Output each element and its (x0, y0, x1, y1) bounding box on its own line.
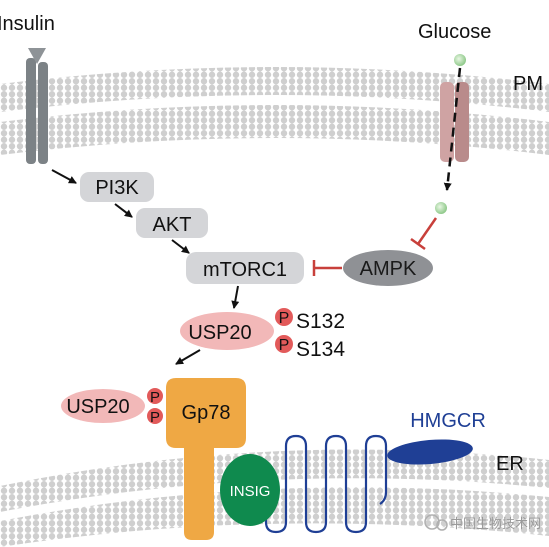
watermark-text: 中国生物技术网 (450, 516, 541, 531)
glucose-molecule-inside (435, 202, 447, 214)
insulin-receptor (26, 48, 48, 164)
ampk-node (343, 250, 433, 286)
glucose-inhibits-ampk (410, 217, 438, 251)
pi3k-node (80, 172, 154, 202)
insig-node (220, 454, 280, 526)
mtorc1-node (186, 252, 304, 284)
pi3k-to-akt-arrow (114, 203, 133, 218)
phospho-site-2-label: S134 (296, 338, 345, 361)
akt-to-mtorc1-arrow (171, 239, 190, 254)
insulin-label: Insulin (0, 13, 55, 35)
usp20-top-label: USP20 (188, 322, 251, 344)
akt-label: AKT (153, 214, 192, 236)
phospho-site-3-symbol: P (150, 389, 160, 406)
ampk-label: AMPK (360, 258, 417, 280)
phospho-site-2-symbol: P (279, 337, 290, 354)
ampk-inhibits-mtorc1 (312, 260, 342, 276)
akt-node (136, 208, 208, 238)
insig-label: INSIG (230, 483, 271, 500)
pi3k-label: PI3K (95, 177, 139, 199)
phospho-site-1 (275, 308, 293, 326)
gp78-node (166, 378, 246, 540)
phospho-site-1-label: S132 (296, 310, 345, 333)
glucose-label: Glucose (418, 21, 491, 43)
usp20-left-label: USP20 (66, 396, 129, 418)
insulin-to-pi3k-arrow (51, 169, 77, 184)
phospho-site-3 (147, 388, 163, 404)
hmgcr-label: HMGCR (410, 410, 486, 432)
pm-label: PM (513, 73, 543, 95)
plasma-membrane (0, 67, 549, 155)
phospho-site-4-symbol: P (150, 409, 160, 426)
hmgcr-catalytic-domain (387, 439, 473, 465)
mtorc1-label: mTORC1 (203, 259, 287, 281)
glucose-uptake-arrow (443, 67, 462, 191)
hmgcr-transmembrane-domain (264, 434, 388, 534)
er-label: ER (496, 453, 524, 475)
glucose-transporter (440, 82, 469, 162)
phospho-site-4 (147, 408, 163, 424)
glucose-molecule-outside (454, 54, 466, 66)
usp20-left-node (61, 389, 145, 423)
watermark: 中国生物技术网 (424, 514, 541, 531)
gp78-label: Gp78 (182, 402, 231, 424)
usp20-to-gp78-arrow (175, 349, 201, 365)
usp20-top-node (180, 312, 274, 350)
phospho-site-2 (275, 335, 293, 353)
mtorc1-to-usp20-arrow (231, 285, 240, 309)
phospho-site-1-symbol: P (279, 310, 290, 327)
